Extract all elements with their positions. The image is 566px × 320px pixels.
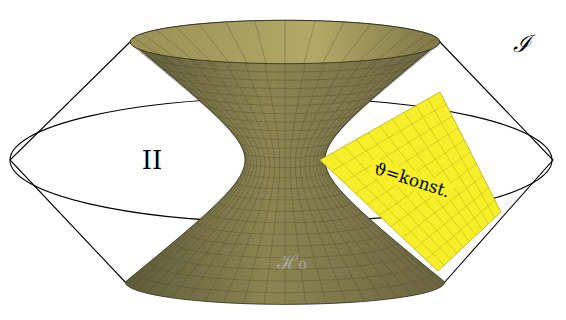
grid-line [131,48,247,288]
horizon-label: ℋ₀ [277,251,306,273]
grid-line [224,62,270,303]
grid-line [264,64,280,305]
grid-line [378,38,437,76]
grid-line [373,34,428,73]
scri-label: ℐ [513,31,531,57]
grid-line [304,21,316,65]
grid-line [142,34,197,73]
grid-line [158,55,253,295]
grid-line [199,24,232,67]
grid-line [156,30,206,71]
grid-line [321,22,344,66]
grid-line [426,200,495,260]
diamond-fill [320,92,501,271]
diamond-grid [332,99,495,265]
grid-line [367,140,464,204]
grid-line [300,62,346,303]
grid-line [285,20,286,64]
grid-line [414,188,488,249]
grid-line [364,30,414,71]
grid-line [175,27,217,69]
grid-line [172,57,257,297]
grid-line [338,24,371,67]
boundary-line [10,42,130,282]
grid-line [244,63,275,304]
grid-line [255,21,267,65]
grid-line [188,59,261,300]
grid-line [137,50,248,290]
grid-line [226,22,249,66]
constant-theta-diamond: ϑ=konst. [320,92,502,272]
grid-line [428,99,495,218]
grid-line [133,38,192,76]
grid-line [126,45,245,285]
region-label: II [142,146,163,175]
grid-line [416,106,488,224]
grid-line [352,27,394,69]
grid-line [205,61,265,302]
